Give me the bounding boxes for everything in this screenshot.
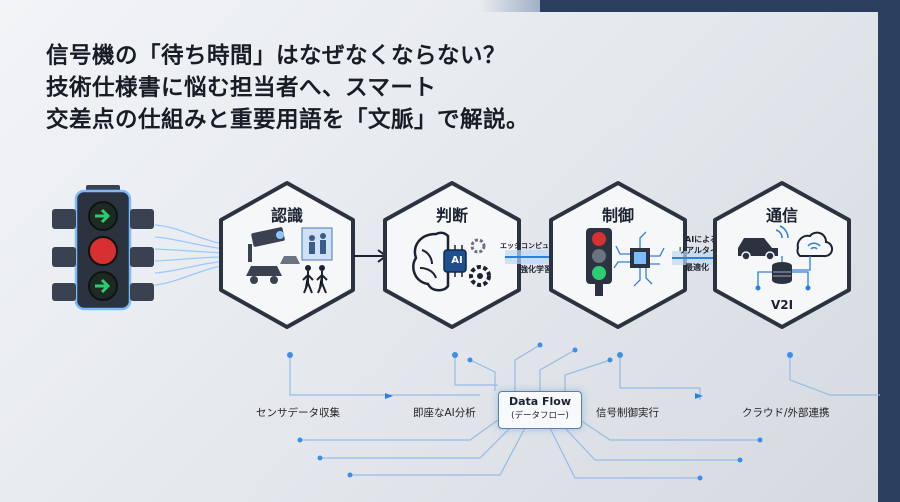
flow-label-signal-control: 信号制御実行 — [596, 407, 659, 419]
ai-brain-icon — [412, 231, 491, 292]
data-flow-chip: Data Flow (データフロー) — [498, 391, 582, 429]
stage-judgment: 判断 AI — [382, 180, 522, 330]
stage-title: 通信 — [765, 206, 798, 225]
stage-title: 制御 — [601, 206, 634, 225]
title-line-1: 信号機の「待ち時間」はなぜなくならない？ — [46, 43, 507, 69]
stage-communication: 通信 V2I — [712, 180, 852, 330]
hexagon-frame — [219, 181, 355, 329]
flow-label-sensor-data: センサデータ収集 — [256, 407, 340, 419]
data-flow-subtitle: (データフロー) — [511, 411, 569, 421]
label-reinforcement-learning: 強化学習 — [520, 265, 552, 274]
ai-chip-label: AI — [451, 255, 463, 266]
title-line-2: 技術仕様書に悩む担当者へ、スマート — [46, 75, 437, 101]
title-line-3: 交差点の仕組みと重要用語を「文脈」で解説。 — [46, 107, 530, 133]
hexagon-frame — [713, 181, 851, 329]
stage-title: 判断 — [435, 206, 468, 225]
hexagon-frame — [549, 181, 687, 329]
corner-accent-light — [480, 0, 540, 12]
label-ai-optimization-2: リアルタイム — [678, 246, 726, 255]
label-ai-optimization-3: 最適化 — [685, 263, 709, 272]
stage-recognition: 認識 — [218, 180, 356, 330]
camera-pedestrian-icon — [246, 227, 333, 294]
data-flow-title: Data Flow — [508, 395, 572, 408]
page-title: 信号機の「待ち時間」はなぜなくならない？ 技術仕様書に悩む担当者へ、スマート 交… — [46, 40, 566, 136]
corner-band-top — [540, 0, 900, 12]
car-cloud-network-icon — [738, 225, 834, 291]
label-edge-computing: エッジコンピューティング — [500, 242, 584, 250]
label-ai-optimization-1: AIによる — [685, 235, 718, 244]
traffic-light-illustration — [52, 185, 154, 311]
flow-label-ai-analysis: 即座なAI分析 — [413, 407, 476, 419]
v2i-label: V2I — [770, 298, 794, 312]
corner-band-right — [878, 12, 900, 502]
signal-controller-icon — [586, 228, 665, 296]
stage-control: 制御 — [548, 180, 688, 330]
flow-label-cloud-link: クラウド/外部連携 — [742, 407, 830, 419]
stage-title: 認識 — [270, 206, 303, 225]
